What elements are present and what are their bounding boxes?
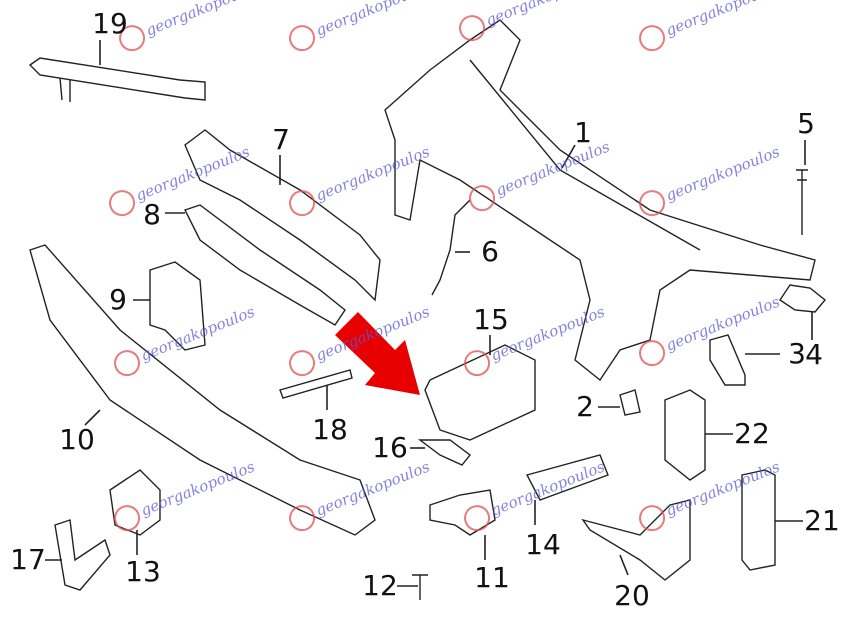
- part-3: [709, 334, 746, 386]
- callout-16: 16: [372, 431, 408, 464]
- callout-1: 1: [574, 116, 592, 149]
- part-16: [417, 439, 471, 466]
- callout-5: 5: [797, 107, 815, 140]
- callout-22: 22: [734, 417, 770, 450]
- callout-7: 7: [272, 123, 290, 156]
- callout-4: 4: [805, 338, 823, 371]
- part-8: [184, 204, 346, 326]
- part-10: [29, 244, 376, 536]
- callout-3: 3: [788, 337, 806, 370]
- callout-12: 12: [362, 569, 398, 602]
- part-9: [149, 261, 206, 351]
- callout-18: 18: [312, 413, 348, 446]
- part-20: [581, 499, 691, 581]
- callout-8: 8: [143, 198, 161, 231]
- part-7: [184, 129, 381, 302]
- part-2: [619, 389, 641, 416]
- part-4: [779, 284, 826, 313]
- callout-2: 2: [576, 390, 594, 423]
- part-5: [796, 169, 808, 235]
- highlight-arrow: [335, 312, 420, 395]
- leader-lines: [45, 40, 813, 587]
- part-22: [664, 389, 706, 481]
- callout-10: 10: [59, 423, 95, 456]
- part-15: [424, 344, 536, 441]
- part-12: [412, 574, 428, 600]
- part-1: [384, 19, 816, 382]
- callout-6: 6: [481, 235, 499, 268]
- part-11: [429, 489, 496, 536]
- callout-13: 13: [125, 555, 161, 588]
- callout-14: 14: [525, 528, 561, 561]
- callout-21: 21: [804, 504, 840, 537]
- part-13: [109, 469, 161, 536]
- part-6: [431, 199, 471, 296]
- callout-19: 19: [92, 7, 128, 40]
- part-19: [28, 57, 206, 102]
- callout-11: 11: [474, 561, 510, 594]
- callout-9: 9: [109, 283, 127, 316]
- part-17: [54, 519, 111, 591]
- part-18: [279, 369, 353, 399]
- callout-15: 15: [473, 303, 509, 336]
- callout-17: 17: [10, 543, 46, 576]
- part-14: [525, 454, 609, 501]
- callout-20: 20: [614, 579, 650, 612]
- part-21: [741, 469, 776, 571]
